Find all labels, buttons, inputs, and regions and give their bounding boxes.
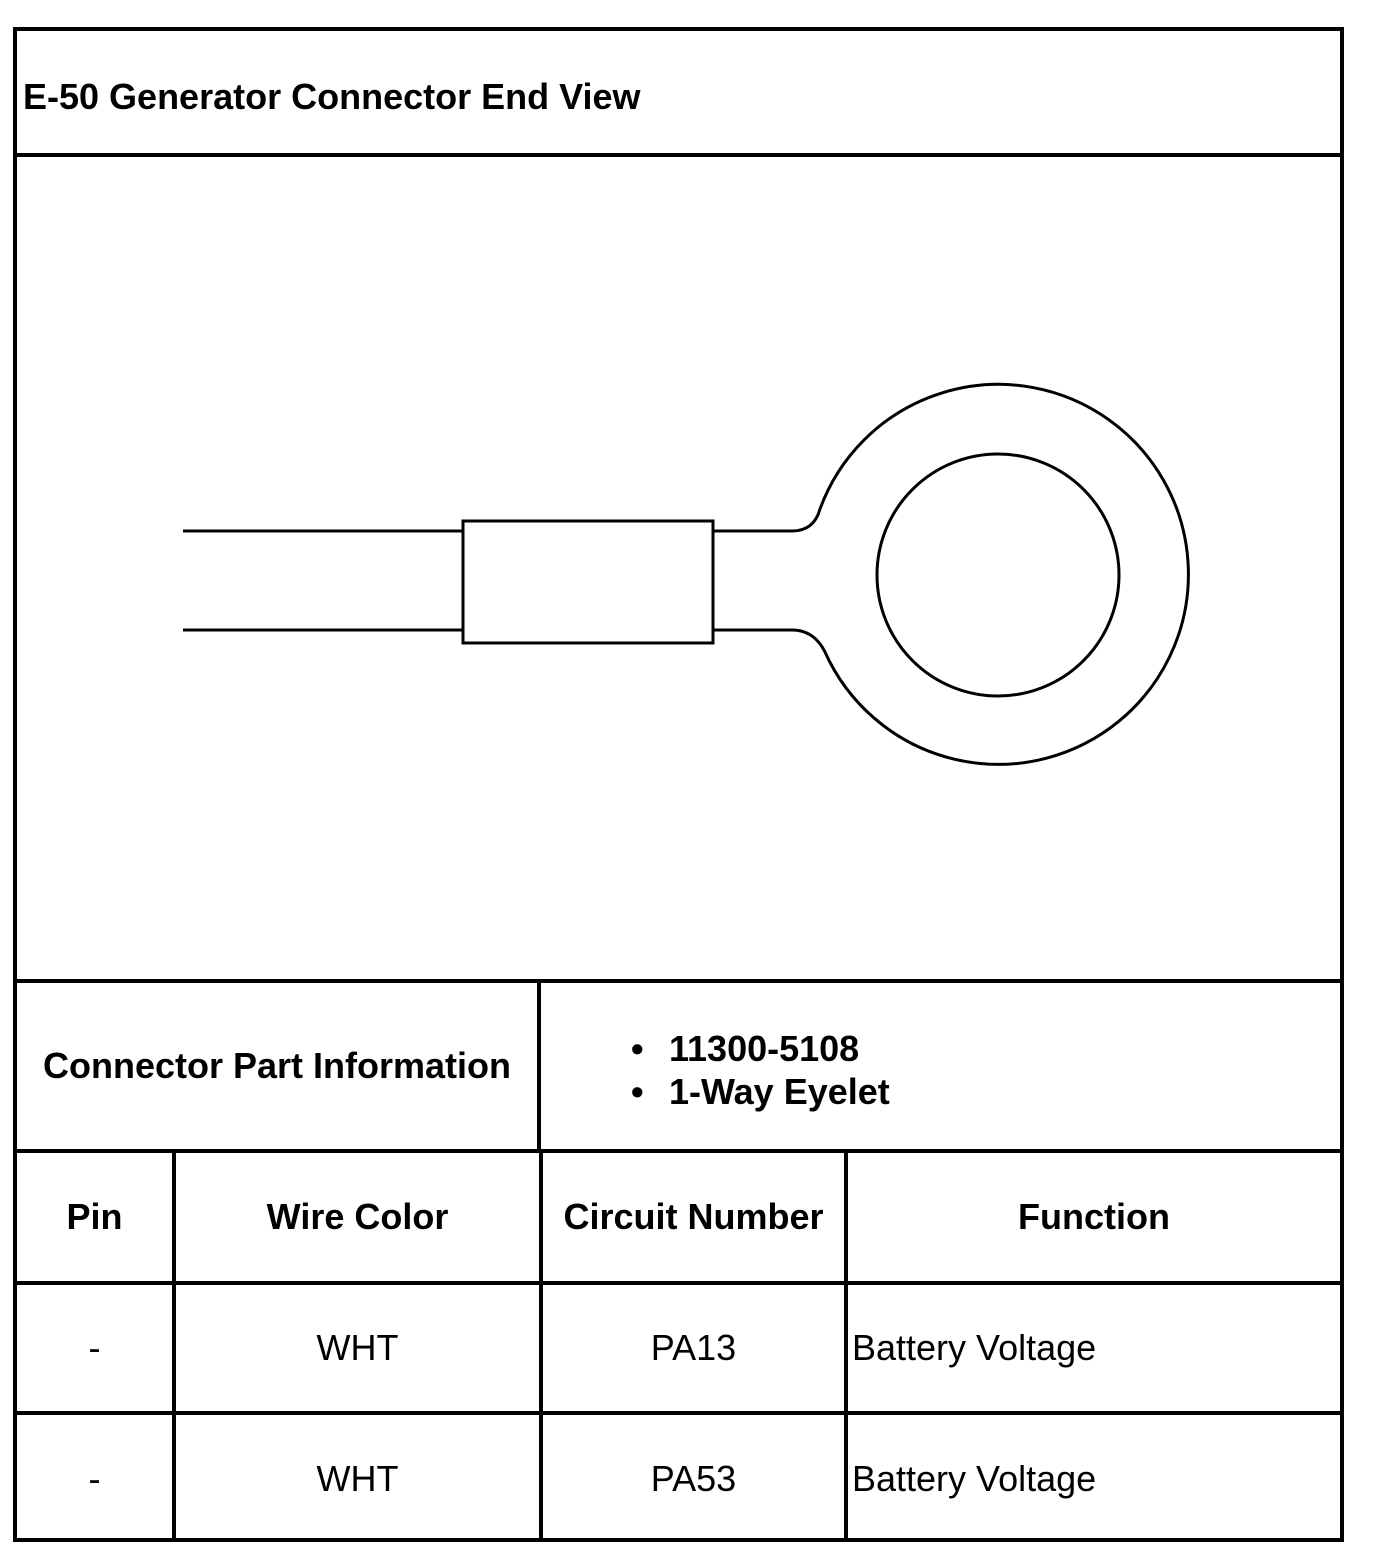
connector-sheet: E-50 Generator Connector End View Connec… bbox=[13, 27, 1344, 1542]
crimp-barrel bbox=[461, 519, 715, 645]
part-number: 11300-5108 bbox=[669, 1028, 860, 1069]
cell-function: Battery Voltage bbox=[852, 1457, 1097, 1499]
table-row: - WHT PA13 Battery Voltage bbox=[17, 1283, 1340, 1415]
cell-circuit-number: PA13 bbox=[541, 1283, 848, 1415]
page-title: E-50 Generator Connector End View bbox=[23, 76, 641, 117]
connector-info-row: Connector Part Information • 11300-5108 •… bbox=[17, 983, 1340, 1153]
table-header-row: Pin Wire Color Circuit Number Function bbox=[17, 1153, 1340, 1285]
connector-info-list: • 11300-5108 • 1-Way Eyelet bbox=[631, 1027, 890, 1113]
cell-function: Battery Voltage bbox=[846, 1283, 1340, 1415]
eyelet-ring-hole bbox=[875, 452, 1121, 698]
cell-wire-color: WHT bbox=[174, 1283, 543, 1415]
pin-table: Pin Wire Color Circuit Number Function -… bbox=[17, 1153, 1340, 1542]
cell-pin: - bbox=[17, 1283, 176, 1415]
connector-info-list-cell: • 11300-5108 • 1-Way Eyelet bbox=[541, 983, 1340, 1149]
header-circuit-number: Circuit Number bbox=[541, 1153, 848, 1285]
cell-wire-color: WHT bbox=[174, 1413, 543, 1542]
eyelet-ring-outer bbox=[713, 382, 1190, 766]
header-function: Function bbox=[846, 1153, 1340, 1285]
cell-circuit-number: PA53 bbox=[541, 1413, 848, 1542]
list-item: • 11300-5108 bbox=[631, 1027, 890, 1070]
connector-info-label: Connector Part Information bbox=[42, 1045, 512, 1086]
connector-diagram bbox=[17, 157, 1340, 983]
title-row: E-50 Generator Connector End View bbox=[17, 31, 1340, 157]
cell-pin: - bbox=[17, 1413, 176, 1542]
bullet-icon: • bbox=[631, 1028, 644, 1069]
table-row: - WHT PA53 Battery Voltage bbox=[17, 1413, 1340, 1542]
header-wire-color: Wire Color bbox=[174, 1153, 543, 1285]
header-pin: Pin bbox=[17, 1153, 176, 1285]
bullet-icon: • bbox=[631, 1071, 644, 1112]
list-item: • 1-Way Eyelet bbox=[631, 1070, 890, 1113]
connector-type: 1-Way Eyelet bbox=[669, 1071, 890, 1112]
eyelet-terminal-drawing bbox=[183, 382, 1190, 766]
connector-info-label-cell: Connector Part Information bbox=[17, 983, 541, 1149]
